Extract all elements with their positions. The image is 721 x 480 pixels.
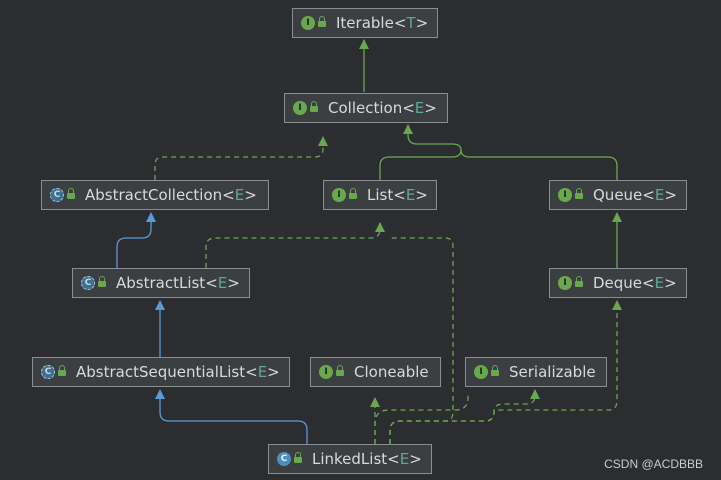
- node-list-name: List: [367, 186, 394, 204]
- node-deque-param: E: [654, 274, 665, 292]
- interface-icon: I: [301, 16, 315, 30]
- lock-icon: [491, 365, 499, 376]
- edge-abstractcollection-collection: [154, 136, 328, 180]
- node-abstract-sequential-list-name: AbstractSequentialList: [76, 363, 246, 381]
- interface-icon: I: [558, 276, 572, 290]
- node-iterable[interactable]: I Iterable < T >: [292, 8, 438, 38]
- lock-icon: [98, 276, 106, 287]
- node-abstract-sequential-list-open: <: [245, 363, 258, 381]
- node-linked-list-close: >: [409, 450, 422, 468]
- node-iterable-param: T: [406, 14, 416, 32]
- lock-icon: [310, 101, 318, 112]
- abstract-class-icon: C: [41, 365, 55, 379]
- watermark: CSDN @ACDBBB: [604, 457, 703, 471]
- class-icon: C: [277, 452, 291, 466]
- node-queue[interactable]: I Queue < E >: [549, 180, 687, 210]
- node-list[interactable]: I List < E >: [323, 180, 437, 210]
- lock-icon: [58, 365, 66, 376]
- node-collection-name: Collection: [328, 99, 403, 117]
- node-abstract-list-param: E: [217, 274, 228, 292]
- node-list-param: E: [405, 186, 416, 204]
- node-iterable-name: Iterable: [336, 14, 394, 32]
- node-abstract-collection-name: AbstractCollection: [85, 186, 223, 204]
- node-abstract-collection-param: E: [234, 186, 245, 204]
- interface-icon: I: [293, 101, 307, 115]
- edge-linkedlist-abstractsequentiallist: [155, 389, 308, 444]
- interface-icon: I: [474, 365, 488, 379]
- node-linked-list-open: <: [387, 450, 400, 468]
- node-serializable[interactable]: I Serializable: [465, 357, 607, 387]
- node-collection-param: E: [414, 99, 425, 117]
- node-list-close: >: [415, 186, 428, 204]
- node-abstract-list-open: <: [205, 274, 218, 292]
- node-queue-open: <: [642, 186, 655, 204]
- edge-abstractlist-list: [205, 222, 385, 268]
- node-deque-open: <: [642, 274, 655, 292]
- node-cloneable[interactable]: I Cloneable: [310, 357, 441, 387]
- node-queue-param: E: [654, 186, 665, 204]
- node-linked-list-param: E: [399, 450, 410, 468]
- node-abstract-sequential-list-close: >: [267, 363, 280, 381]
- node-abstract-collection-open: <: [222, 186, 235, 204]
- node-queue-name: Queue: [593, 186, 643, 204]
- lock-icon: [294, 452, 302, 463]
- node-abstract-sequential-list-param: E: [257, 363, 268, 381]
- node-abstract-collection-close: >: [244, 186, 257, 204]
- interface-icon: I: [332, 188, 346, 202]
- node-list-open: <: [393, 186, 406, 204]
- lock-icon: [575, 276, 583, 287]
- node-abstract-sequential-list[interactable]: C AbstractSequentialList < E >: [32, 357, 290, 387]
- node-abstract-list-name: AbstractList: [116, 274, 206, 292]
- node-serializable-name: Serializable: [509, 363, 596, 381]
- node-collection-open: <: [402, 99, 415, 117]
- edge-linkedlist-cloneable: [374, 392, 469, 444]
- node-linked-list[interactable]: C LinkedList < E >: [268, 444, 432, 474]
- node-abstract-list[interactable]: C AbstractList < E >: [72, 268, 250, 298]
- edge-queue-collection: [460, 149, 618, 180]
- node-deque[interactable]: I Deque < E >: [549, 268, 687, 298]
- edge-abstractlist-abstractcollection: [116, 212, 156, 268]
- node-abstract-list-close: >: [227, 274, 240, 292]
- abstract-class-icon: C: [50, 188, 64, 202]
- node-iterable-open: <: [393, 14, 407, 32]
- node-linked-list-name: LinkedList: [312, 450, 388, 468]
- edge-linkedlist-deque: [389, 300, 622, 444]
- interface-icon: I: [558, 188, 572, 202]
- lock-icon: [67, 188, 75, 199]
- node-deque-close: >: [664, 274, 677, 292]
- interface-icon: I: [319, 365, 333, 379]
- node-abstract-collection[interactable]: C AbstractCollection < E >: [41, 180, 269, 210]
- lock-icon: [336, 365, 344, 376]
- lock-icon: [575, 188, 583, 199]
- lock-icon: [349, 188, 357, 199]
- node-deque-name: Deque: [593, 274, 643, 292]
- edge-linkedlist-serializable: [389, 389, 540, 444]
- edge-list-collection: [379, 124, 462, 180]
- node-queue-close: >: [664, 186, 677, 204]
- edge-linkedlist-list: [389, 237, 454, 444]
- abstract-class-icon: C: [81, 276, 95, 290]
- node-cloneable-name: Cloneable: [354, 363, 429, 381]
- node-collection[interactable]: I Collection < E >: [284, 93, 448, 123]
- node-collection-close: >: [424, 99, 437, 117]
- node-iterable-close: >: [415, 14, 429, 32]
- lock-icon: [318, 16, 326, 27]
